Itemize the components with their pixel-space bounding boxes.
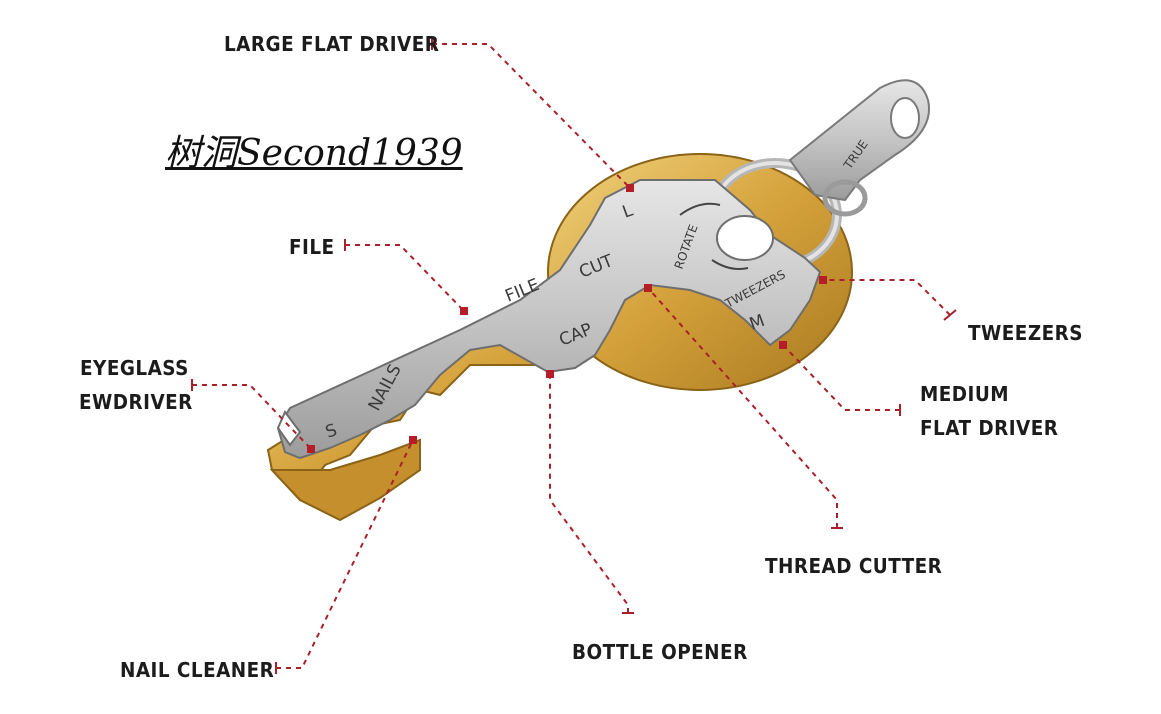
label-eyeglass-line2: EWDRIVER bbox=[79, 387, 193, 417]
label-nail-cleaner: NAIL CLEANER bbox=[120, 655, 274, 685]
watermark: 树洞Second1939 bbox=[165, 124, 463, 176]
leader-bottle-opener bbox=[550, 374, 628, 613]
label-medium-line1: MEDIUM bbox=[920, 379, 1009, 409]
label-large-flat-driver: LARGE FLAT DRIVER bbox=[224, 29, 439, 59]
label-thread-cutter: THREAD CUTTER bbox=[765, 551, 942, 581]
label-eyeglass-line1: EYEGLASS bbox=[80, 353, 189, 383]
label-medium-line2: FLAT DRIVER bbox=[920, 413, 1058, 443]
label-bottle-opener: BOTTLE OPENER bbox=[572, 637, 748, 667]
leader-file bbox=[345, 245, 464, 311]
label-tweezers: TWEEZERS bbox=[968, 318, 1083, 348]
label-file: FILE bbox=[289, 232, 335, 262]
